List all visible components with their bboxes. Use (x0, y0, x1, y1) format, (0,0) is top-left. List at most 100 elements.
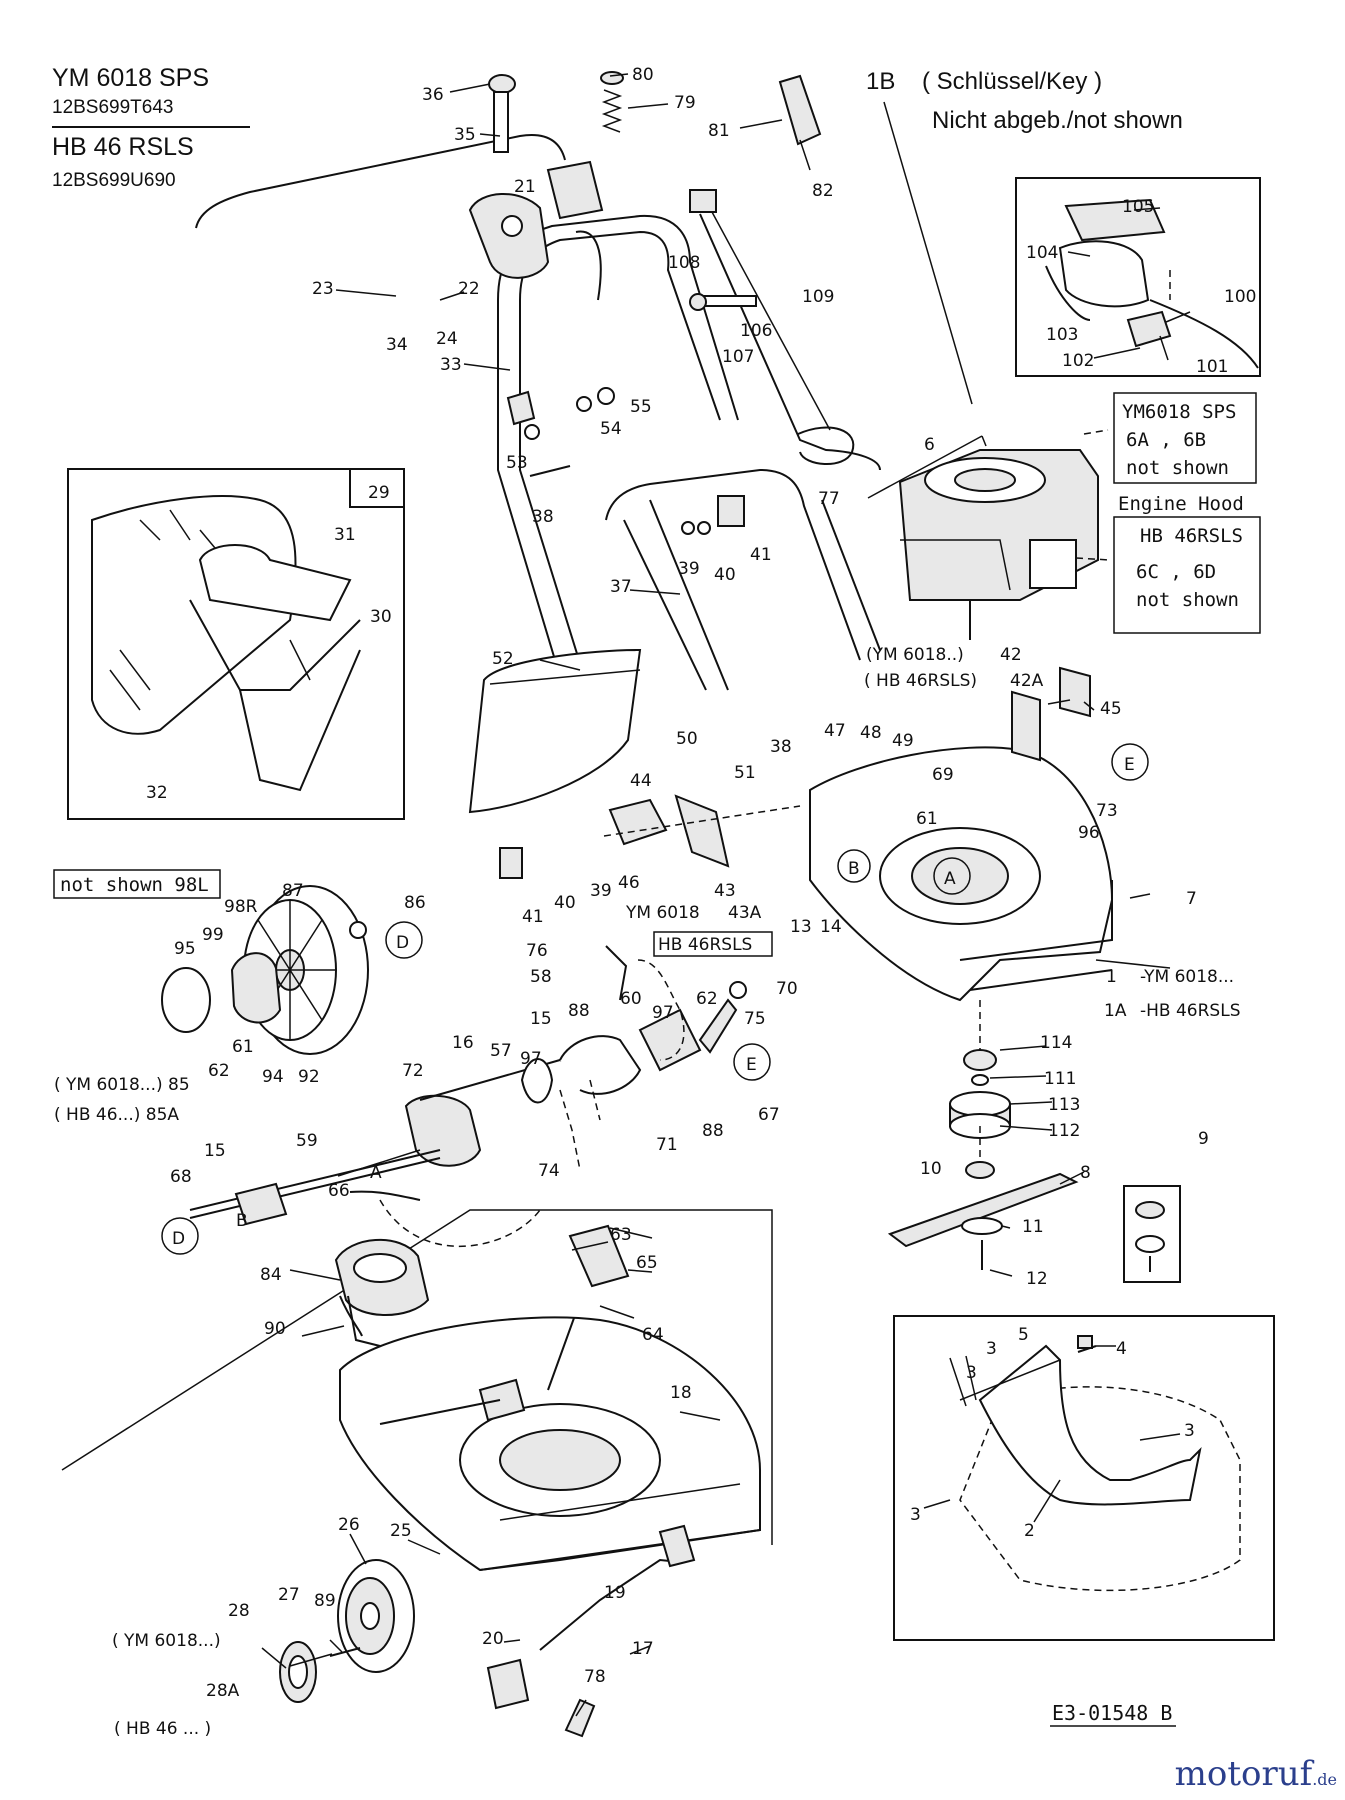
height-lever-65 (568, 1224, 630, 1288)
callout-51: 51 (734, 763, 756, 783)
sprocket-57 (520, 1058, 554, 1104)
marker-e-deck: E (1124, 755, 1135, 775)
callout-21: 21 (514, 177, 536, 197)
callout-3b: 3 (966, 1363, 977, 1383)
callout-47: 47 (824, 721, 846, 741)
callout-90: 90 (264, 1319, 286, 1339)
rear-wheel-26 (337, 1559, 415, 1673)
grass-catcher-panel (67, 468, 405, 820)
callout-2: 2 (1024, 1521, 1035, 1541)
callout-34: 34 (386, 335, 408, 355)
not-shown-98l-label: not shown 98L (60, 874, 209, 896)
hb46-43a-box (653, 931, 773, 957)
callout-57: 57 (490, 1041, 512, 1061)
callout-41b: 41 (522, 907, 544, 927)
deck-axle-centerline (603, 805, 801, 837)
cable-clip-108 (689, 189, 717, 213)
throttle-lever-21 (468, 193, 550, 279)
adapter-9 (1135, 1201, 1165, 1272)
drive-lever-75 (698, 981, 747, 1054)
callout-97a: 97 (652, 1003, 674, 1023)
bolt-106 (689, 293, 757, 311)
callout-82: 82 (812, 181, 834, 201)
header-divider (52, 126, 250, 128)
variant-label-ym6018-43: YM 6018 (625, 903, 700, 923)
marker-e-drive: E (746, 1055, 757, 1075)
spring-79 (600, 71, 624, 133)
callout-43a: 43A (728, 903, 762, 923)
marker-a-deck: A (944, 869, 956, 889)
variant-label-ym6018-28: ( YM 6018...) (112, 1631, 221, 1651)
watermark-brand: motoruf (1174, 1754, 1313, 1794)
engine-note-ym-leader (1083, 429, 1109, 435)
callout-38b: 38 (770, 737, 792, 757)
callout-9: 9 (1198, 1129, 1209, 1149)
deck-underside-18 (339, 1316, 761, 1572)
callout-3a: 3 (986, 1339, 997, 1359)
callout-54: 54 (600, 419, 622, 439)
callout-108: 108 (668, 253, 700, 273)
wheel-bolt-27 (329, 1647, 361, 1657)
callout-106: 106 (740, 321, 772, 341)
callout-103: 103 (1046, 325, 1078, 345)
callout-27: 27 (278, 1585, 300, 1605)
model-title-ym6018: YM 6018 SPS (52, 64, 210, 92)
callout-22: 22 (458, 279, 480, 299)
wheel-cap-28 (279, 1641, 317, 1703)
rear-flap-52 (468, 648, 642, 814)
callout-39a: 39 (678, 559, 700, 579)
engine-note-hb-title: HB 46RSLS (1140, 525, 1243, 547)
engine-note-ym-not-shown: not shown (1126, 457, 1229, 479)
cable-90 (339, 1295, 363, 1337)
lower-handle (605, 468, 881, 691)
callout-92: 92 (298, 1067, 320, 1087)
callout-44: 44 (630, 771, 652, 791)
callout-50: 50 (676, 729, 698, 749)
variant-label-ym6018-1: -YM 6018... (1140, 967, 1234, 987)
key-label: ( Schlüssel/Key ) (922, 68, 1103, 95)
callout-15a: 15 (530, 1009, 552, 1029)
variant-label-hb46-1a: -HB 46RSLS (1140, 1001, 1240, 1021)
callout-112: 112 (1048, 1121, 1080, 1141)
callout-79: 79 (674, 93, 696, 113)
cable-bracket-deck (379, 1378, 526, 1425)
callout-76: 76 (526, 941, 548, 961)
handle-knob-36 (488, 74, 516, 153)
key-item-number: 1B (866, 68, 896, 95)
callout-98r: 98R (224, 897, 258, 917)
callout-63: 63 (610, 1225, 632, 1245)
callout-62b: 62 (696, 989, 718, 1009)
callout-leaders (261, 73, 1191, 1717)
engine-6 (867, 435, 1099, 640)
blade-pulley-group (949, 1000, 1011, 1179)
callout-28: 28 (228, 1601, 250, 1621)
engine-note-hb-not-shown: not shown (1136, 589, 1239, 611)
callout-30: 30 (370, 607, 392, 627)
variant-label-hb46-43a: HB 46RSLS (658, 935, 752, 955)
callout-67: 67 (758, 1105, 780, 1125)
lever-rod-64 (547, 1317, 575, 1391)
mount-bracket-42a (1011, 666, 1091, 762)
callout-60: 60 (620, 989, 642, 1009)
diagram-code: E3-01548 B (1052, 1701, 1172, 1725)
lever-81 (778, 74, 822, 146)
callout-104: 104 (1026, 243, 1058, 263)
key-not-shown-note: Nicht abgeb./not shown (932, 107, 1183, 134)
bolt-38-upper (529, 465, 571, 477)
callout-114: 114 (1040, 1033, 1072, 1053)
callout-18: 18 (670, 1383, 692, 1403)
callout-65: 65 (636, 1253, 658, 1273)
callout-58: 58 (530, 967, 552, 987)
transmission-72 (404, 1008, 702, 1167)
callout-38a: 38 (532, 507, 554, 527)
callout-25: 25 (390, 1521, 412, 1541)
callout-86: 86 (404, 893, 426, 913)
callout-23: 23 (312, 279, 334, 299)
upper-handle (195, 134, 739, 761)
washer-40-upper (697, 521, 711, 535)
callout-14: 14 (820, 917, 842, 937)
callout-53: 53 (506, 453, 528, 473)
grass-catcher-32 (91, 495, 361, 792)
callout-15b: 15 (204, 1141, 226, 1161)
callout-52: 52 (492, 649, 514, 669)
